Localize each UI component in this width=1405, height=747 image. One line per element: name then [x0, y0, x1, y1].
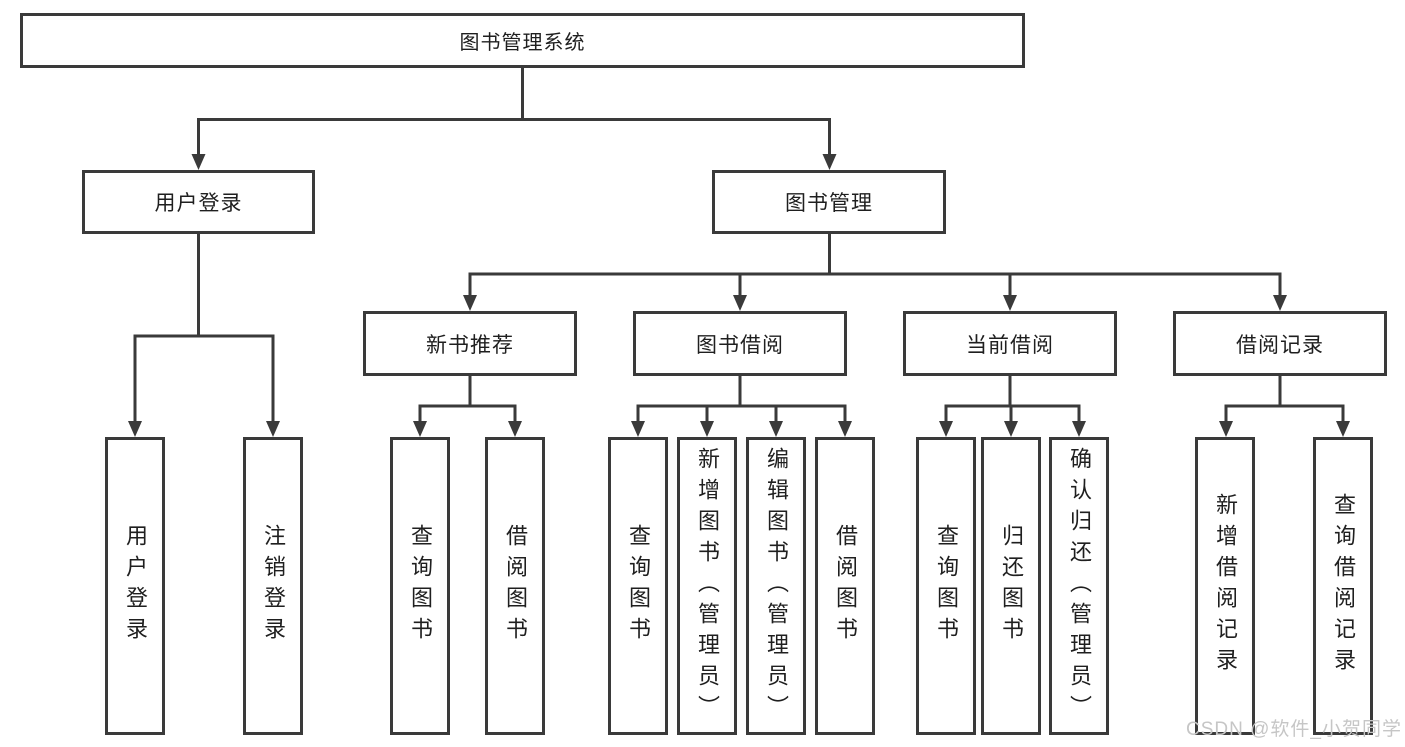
leaf-current-query-label: 查询图书 [934, 524, 959, 648]
leaf-borrow-edit-admin: 编辑图书（管理员） [746, 437, 806, 735]
node-book-management-label: 图书管理 [785, 192, 873, 215]
node-book-management: 图书管理 [712, 170, 946, 234]
leaf-records-add-label: 新增借阅记录 [1213, 493, 1238, 679]
leaf-borrow-add-admin-label: 新增图书（管理员） [695, 446, 720, 726]
leaf-newbook-query: 查询图书 [390, 437, 450, 735]
node-borrow-records-label: 借阅记录 [1236, 333, 1324, 357]
csdn-watermark: CSDN @软件_小贺同学 [1186, 719, 1402, 740]
node-borrow-records: 借阅记录 [1173, 311, 1387, 376]
leaf-borrow-query-label: 查询图书 [626, 524, 651, 648]
leaf-user-login: 用户登录 [105, 437, 165, 735]
node-root-label: 图书管理系统 [459, 32, 586, 54]
leaf-newbook-query-label: 查询图书 [408, 524, 433, 648]
leaf-records-query-label: 查询借阅记录 [1331, 493, 1356, 679]
leaf-borrow-query: 查询图书 [608, 437, 668, 735]
tree-edges [133, 66, 1345, 424]
node-new-book-recommend: 新书推荐 [363, 311, 577, 376]
leaf-current-return-label: 归还图书 [999, 524, 1024, 648]
leaf-current-return: 归还图书 [981, 437, 1041, 735]
node-current-borrow-label: 当前借阅 [966, 333, 1054, 357]
node-book-borrow: 图书借阅 [633, 311, 847, 376]
leaf-borrow-add-admin: 新增图书（管理员） [677, 437, 737, 735]
leaf-newbook-borrow: 借阅图书 [485, 437, 545, 735]
leaf-borrow-book: 借阅图书 [815, 437, 875, 735]
leaf-newbook-borrow-label: 借阅图书 [503, 524, 528, 648]
leaf-current-confirm-admin-label: 确认归还（管理员） [1067, 446, 1092, 726]
leaf-logout: 注销登录 [243, 437, 303, 735]
leaf-current-confirm-admin: 确认归还（管理员） [1049, 437, 1109, 735]
node-user-login-label: 用户登录 [154, 192, 243, 215]
node-current-borrow: 当前借阅 [903, 311, 1117, 376]
leaf-user-login-label: 用户登录 [123, 524, 148, 648]
leaf-borrow-edit-admin-label: 编辑图书（管理员） [764, 446, 789, 726]
leaf-current-query: 查询图书 [916, 437, 976, 735]
leaf-logout-label: 注销登录 [261, 524, 286, 648]
leaf-borrow-book-label: 借阅图书 [833, 524, 858, 648]
leaf-records-add: 新增借阅记录 [1195, 437, 1255, 735]
leaf-records-query: 查询借阅记录 [1313, 437, 1373, 735]
arrowheads [128, 154, 1350, 437]
node-new-book-recommend-label: 新书推荐 [426, 333, 514, 357]
node-book-borrow-label: 图书借阅 [696, 333, 784, 357]
node-root: 图书管理系统 [20, 13, 1025, 68]
node-user-login: 用户登录 [82, 170, 315, 234]
